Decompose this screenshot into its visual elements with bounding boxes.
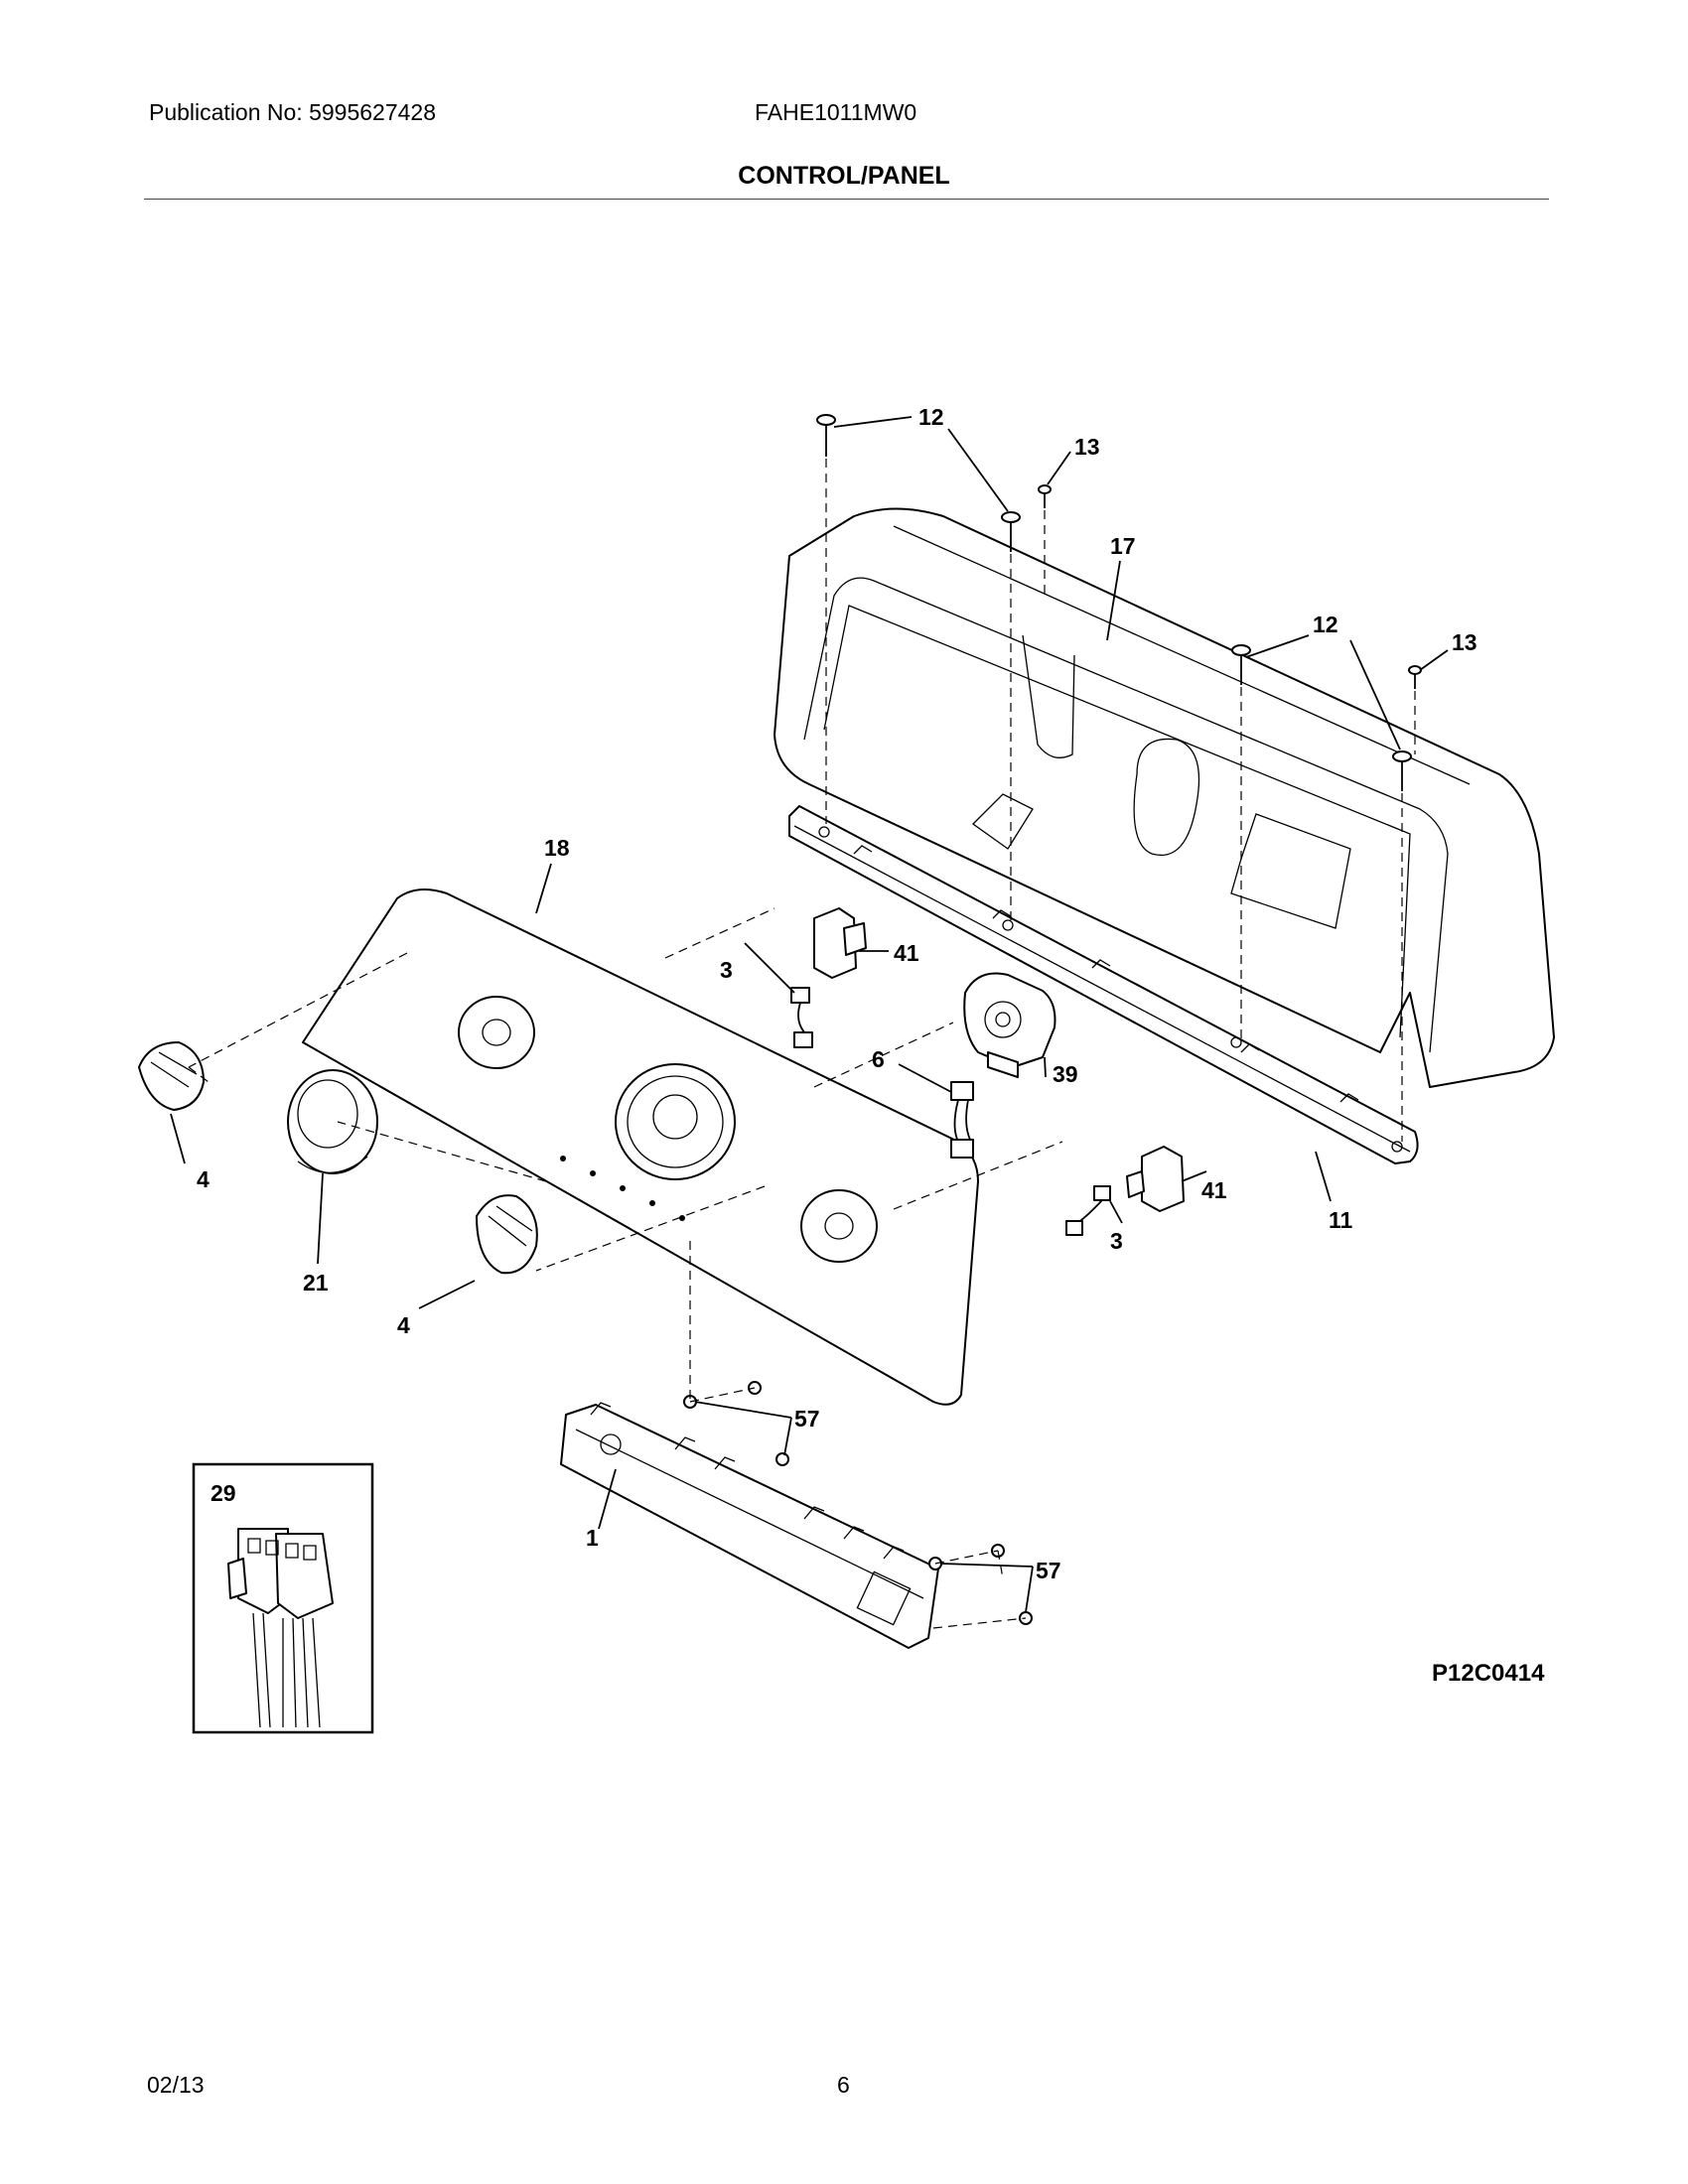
- timer-part-39: [963, 972, 1056, 1078]
- wire-harness-part-3-lower: [1065, 1185, 1111, 1236]
- callout-6: 6: [872, 1046, 885, 1072]
- wire-harness-part-6: [950, 1081, 974, 1159]
- callout-17: 17: [1110, 533, 1136, 559]
- screw-13-mid: [1038, 484, 1052, 508]
- footer-date: 02/13: [147, 2072, 205, 2098]
- connector-inset-part-29: [192, 1462, 374, 1734]
- dial-part-21: [287, 1069, 378, 1174]
- callout-13-upper: 13: [1074, 434, 1100, 460]
- alignment-dashes: [188, 907, 1063, 1629]
- screws-part-12-13: [816, 414, 1422, 1142]
- callout-4-lower: 4: [397, 1312, 410, 1338]
- page-title: CONTROL/PANEL: [738, 162, 950, 190]
- callout-13-lower: 13: [1452, 629, 1477, 655]
- callout-18: 18: [544, 835, 570, 861]
- model-number: FAHE1011MW0: [755, 99, 917, 125]
- console-housing-part-17: [774, 507, 1555, 1088]
- callout-4-upper: 4: [197, 1166, 210, 1192]
- callout-57-upper: 57: [794, 1406, 820, 1432]
- wire-harness-part-3-upper: [790, 987, 813, 1048]
- diagram-code: P12C0414: [1432, 1660, 1545, 1687]
- callout-12-lower: 12: [1313, 612, 1338, 637]
- panel-knob-mount-left: [458, 996, 535, 1069]
- publication-number: Publication No: 5995627428: [149, 99, 437, 125]
- trim-strip-part-11: [788, 805, 1419, 1164]
- callout-39: 39: [1053, 1061, 1078, 1087]
- callout-numbers: 1 3 3 4 4 6 11 12 12 13 13 17 18 21 29 3…: [197, 404, 1477, 1583]
- leader-lines: [170, 416, 1449, 1613]
- knob-part-4-lower: [476, 1194, 538, 1275]
- selector-switch-part-41-upper: [813, 907, 867, 979]
- panel-led-holes: [560, 1156, 685, 1221]
- panel-dial-mount-center: [615, 1063, 736, 1180]
- screw-12-right: [1231, 644, 1251, 685]
- callout-41-lower: 41: [1201, 1177, 1227, 1203]
- callout-1: 1: [586, 1525, 599, 1551]
- callout-11: 11: [1329, 1207, 1353, 1233]
- callout-29: 29: [211, 1480, 236, 1506]
- panel-part-18: [302, 888, 979, 1406]
- callout-3-lower: 3: [1110, 1228, 1123, 1254]
- knob-part-4-upper: [138, 1041, 205, 1111]
- selector-switch-part-41-lower: [1126, 1146, 1185, 1212]
- callout-12-upper: 12: [918, 404, 944, 430]
- callout-3-upper: 3: [720, 957, 733, 983]
- callout-57-lower: 57: [1036, 1558, 1061, 1583]
- screw-13-right: [1408, 665, 1422, 689]
- page-number: 6: [837, 2072, 850, 2098]
- screw-12-far-right: [1392, 751, 1412, 791]
- panel-knob-mount-right: [800, 1189, 878, 1263]
- screw-12-left: [816, 414, 836, 457]
- title-rule: [144, 199, 1549, 200]
- screw-12-mid: [1001, 511, 1021, 552]
- control-board-part-1: [560, 1402, 939, 1649]
- callout-21: 21: [303, 1270, 329, 1296]
- callout-41-upper: 41: [894, 940, 919, 966]
